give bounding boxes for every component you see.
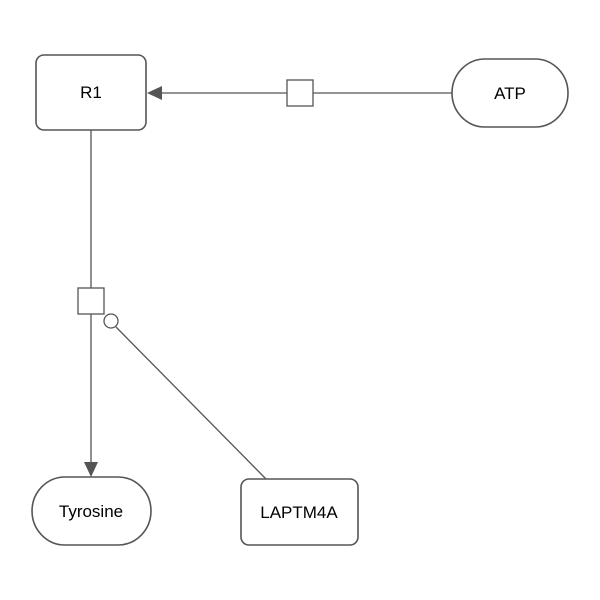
- glyphs: [77, 79, 314, 329]
- edge-laptm4a-catalysis: [115, 326, 267, 480]
- r1-label: R1: [80, 83, 102, 102]
- atp-shape: [451, 58, 569, 128]
- node-r1[interactable]: R1: [35, 54, 147, 131]
- edges: [84, 86, 452, 480]
- arrowhead-to-r1: [147, 86, 162, 100]
- process-node-top[interactable]: [286, 79, 314, 107]
- catalysis-circle: [103, 313, 119, 329]
- arrowhead-to-tyrosine: [84, 462, 98, 477]
- r1-box: [35, 54, 147, 131]
- node-atp[interactable]: ATP: [451, 58, 569, 128]
- process-node-left[interactable]: [77, 287, 105, 315]
- laptm4a-box: [240, 478, 359, 546]
- atp-label: ATP: [494, 84, 526, 103]
- tyrosine-label: Tyrosine: [59, 502, 123, 521]
- tyrosine-shape: [31, 476, 152, 546]
- node-laptm4a[interactable]: LAPTM4A: [240, 478, 359, 546]
- node-tyrosine[interactable]: Tyrosine: [31, 476, 152, 546]
- laptm4a-label: LAPTM4A: [260, 503, 338, 522]
